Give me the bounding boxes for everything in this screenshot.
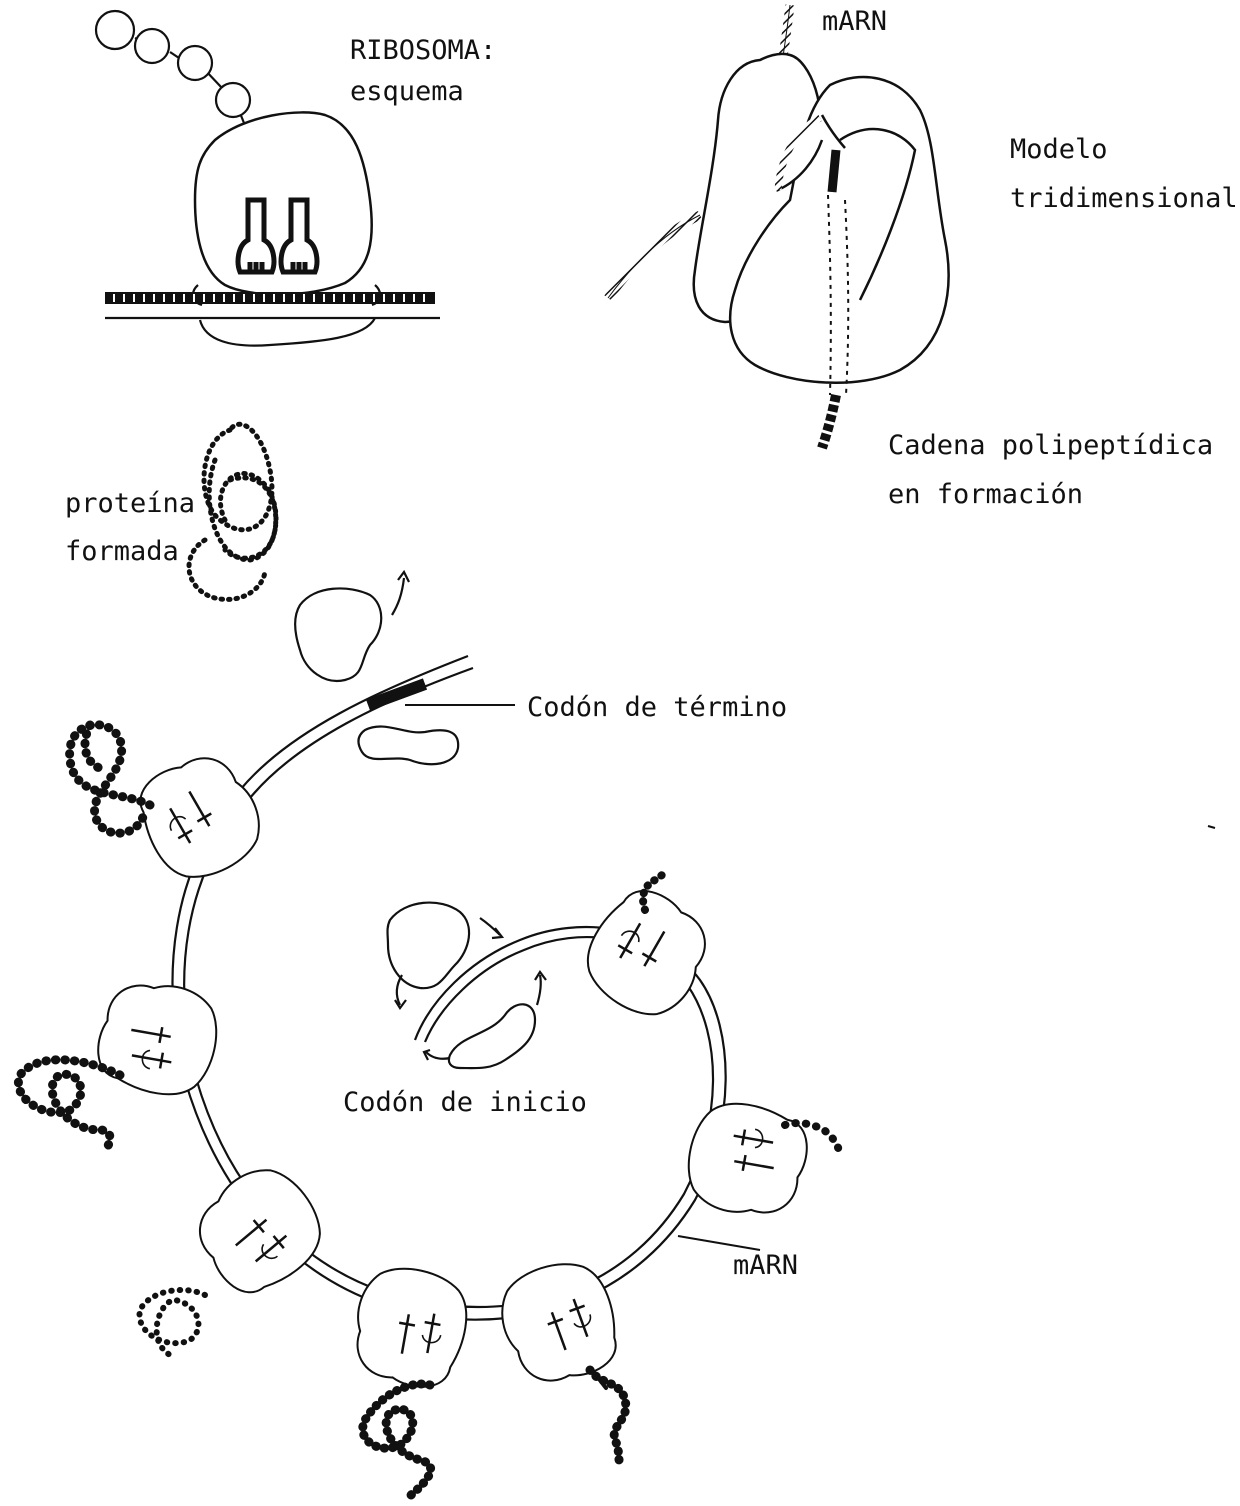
ribosoma-title: RIBOSOMA: bbox=[350, 35, 496, 67]
modelo-label-line2: tridimensional bbox=[1010, 183, 1238, 215]
small-subunit bbox=[200, 318, 375, 346]
ribosome-6 bbox=[681, 1096, 813, 1223]
chain-3 bbox=[140, 1290, 205, 1355]
mrna-leader bbox=[678, 1236, 760, 1250]
chain-5 bbox=[590, 1370, 626, 1465]
marn-top-label: mARN bbox=[822, 6, 887, 38]
codon-inicio-label: Codón de inicio bbox=[343, 1087, 587, 1119]
cadena-label-line1: Cadena polipeptídica bbox=[888, 430, 1213, 462]
modelo-label-line1: Modelo bbox=[1010, 134, 1108, 166]
chain-2 bbox=[18, 1060, 120, 1150]
released-subunits bbox=[295, 572, 458, 764]
mrna-schematic bbox=[105, 292, 440, 318]
chain-4 bbox=[363, 1384, 431, 1500]
polysome-ribosomes bbox=[92, 741, 813, 1396]
formed-protein bbox=[189, 424, 276, 599]
stray-mark bbox=[1208, 826, 1215, 828]
ribosome-3d-model bbox=[608, 5, 949, 448]
proteina-label-line1: proteína bbox=[65, 488, 195, 520]
ribosoma-subtitle: esquema bbox=[350, 76, 464, 108]
proteina-label-line2: formada bbox=[65, 536, 179, 568]
ribosome-4 bbox=[347, 1261, 474, 1393]
ribosome-3 bbox=[181, 1152, 339, 1309]
marn-bottom-label: mARN bbox=[733, 1250, 798, 1282]
ribosome-2 bbox=[92, 975, 224, 1102]
codon-termino-label: Codón de término bbox=[527, 692, 787, 724]
cadena-label-line2: en formación bbox=[888, 479, 1083, 511]
